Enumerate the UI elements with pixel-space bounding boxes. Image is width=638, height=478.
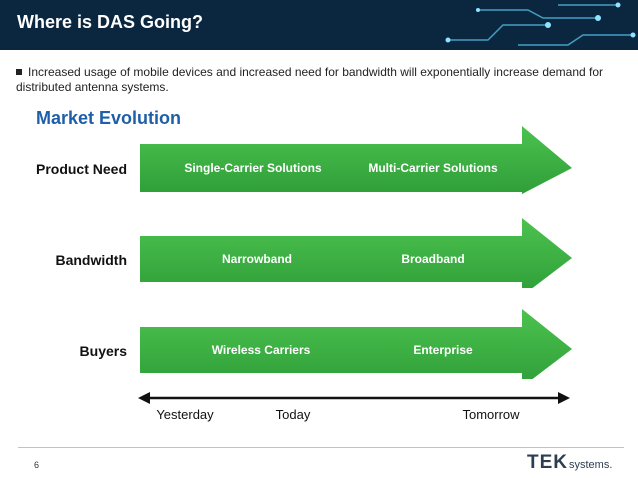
arrow-text-enterprise: Enterprise: [413, 343, 473, 357]
timeline-label-yesterday: Yesterday: [156, 407, 214, 422]
bullet-point: Increased usage of mobile devices and in…: [16, 65, 616, 95]
footer-divider: [18, 447, 624, 448]
row-label-bandwidth: Bandwidth: [55, 252, 127, 268]
page-number: 6: [34, 460, 40, 470]
tek-systems-logo: TEKsystems.: [527, 452, 612, 474]
logo-sub-text: systems.: [569, 459, 613, 471]
timeline-double-arrow: [138, 392, 570, 404]
arrow-text-multi-carrier: Multi-Carrier Solutions: [368, 161, 498, 175]
row-label-product-need: Product Need: [35, 161, 127, 177]
logo-main-text: TEK: [527, 452, 568, 473]
section-title: Market Evolution: [36, 108, 182, 128]
timeline-label-tomorrow: Tomorrow: [462, 407, 520, 422]
arrow-buyers: [140, 309, 572, 379]
bullet-text: Increased usage of mobile devices and in…: [16, 65, 604, 94]
slide-header: Where is DAS Going?: [0, 0, 638, 50]
arrow-text-broadband: Broadband: [401, 252, 465, 266]
row-label-buyers: Buyers: [79, 343, 127, 359]
arrow-text-narrowband: Narrowband: [221, 252, 293, 266]
timeline-label-today: Today: [275, 407, 311, 422]
circuit-graphic: [445, 2, 636, 46]
arrow-bandwidth: [140, 218, 572, 288]
arrow-text-single-carrier: Single-Carrier Solutions: [184, 161, 322, 175]
bullet-square-icon: [16, 68, 22, 75]
arrow-product-need: [140, 126, 572, 194]
arrow-text-wireless-carriers: Wireless Carriers: [211, 343, 311, 357]
slide-title: Where is DAS Going?: [17, 12, 204, 32]
